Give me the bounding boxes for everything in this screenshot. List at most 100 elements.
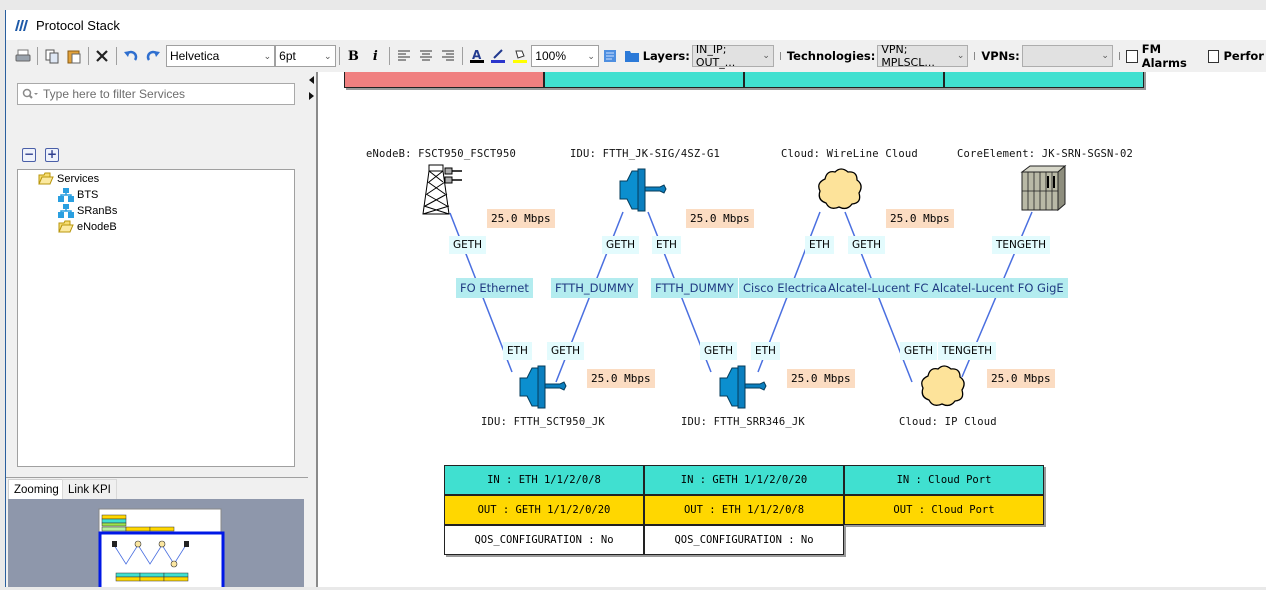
filter-placeholder: Type here to filter Services (43, 87, 186, 101)
bandwidth-label: 25.0 Mbps (587, 369, 655, 388)
properties-icon[interactable] (600, 45, 620, 67)
zoom-value: 100% (535, 49, 566, 63)
node-label-enodeb: eNodeB: FSCT950_FSCT950 (366, 148, 516, 160)
layers-select[interactable]: IN_IP; OUT_... ⌄ (691, 43, 774, 69)
port-label: GETH (449, 236, 487, 254)
toolbar: Helvetica⌄ 6pt⌄ B i A 100%⌄ Layers: IN_I… (6, 42, 1266, 70)
fm-alarms-checkbox[interactable] (1125, 49, 1138, 63)
layers-label: Layers: (642, 49, 690, 63)
bold-button[interactable]: B (347, 48, 359, 64)
tree-item-bts[interactable]: BTS (58, 188, 98, 202)
font-size-value: 6pt (279, 49, 296, 63)
chevron-down-icon: ⌄ (762, 51, 770, 61)
port-label: TENGETH (938, 342, 996, 360)
vpns-select[interactable]: ⌄ (1021, 45, 1113, 67)
tree-item-services[interactable]: Services (38, 172, 99, 185)
core-element-icon[interactable] (1020, 164, 1068, 212)
panel-splitter[interactable] (308, 72, 316, 587)
redo-icon[interactable] (143, 45, 163, 67)
interface-table: IN : Cloud Port OUT : Cloud Port (844, 465, 1044, 525)
toolbar-divider (779, 52, 781, 60)
open-folder-icon[interactable] (622, 45, 642, 67)
bandwidth-label: 25.0 Mbps (487, 209, 555, 228)
tree-item-enodeb[interactable]: eNodeB (58, 220, 117, 233)
link-label[interactable]: Alcatel-Lucent FO GigE (928, 278, 1068, 298)
performance-label: Perfor (1223, 49, 1264, 63)
collapse-all-button[interactable]: − (22, 147, 36, 162)
tab-link-kpi[interactable]: Link KPI (62, 479, 117, 499)
font-family-select[interactable]: Helvetica⌄ (165, 45, 276, 67)
fill-color-icon[interactable] (510, 45, 530, 67)
tree-item-label: SRanBs (77, 205, 118, 217)
link-label[interactable]: Cisco Electrica (739, 278, 829, 298)
align-center-icon[interactable] (416, 45, 436, 67)
toolbar-divider (389, 47, 391, 65)
layers-value: IN_IP; OUT_... (695, 43, 736, 69)
node-label-idu-sct950: IDU: FTTH_SCT950_JK (481, 416, 605, 428)
print-icon[interactable] (13, 45, 33, 67)
text-color-icon[interactable]: A (467, 45, 487, 67)
in-cell: IN : Cloud Port (844, 465, 1044, 495)
toolbar-divider (1118, 52, 1120, 60)
diagram-canvas[interactable]: eNodeB: FSCT950_FSCT950 IDU: FTTH_JK-SIG… (316, 72, 1266, 587)
qos-cell: QOS_CONFIGURATION : No (444, 525, 644, 555)
hierarchy-icon (58, 204, 74, 218)
line-color-icon[interactable] (489, 45, 509, 67)
out-cell: OUT : Cloud Port (844, 495, 1044, 525)
align-left-icon[interactable] (394, 45, 414, 67)
delete-icon[interactable] (92, 45, 112, 67)
folder-icon (58, 220, 74, 233)
link-label[interactable]: FTTH_DUMMY (651, 278, 738, 298)
port-label: ETH (652, 236, 681, 254)
bandwidth-label: 25.0 Mbps (886, 209, 954, 228)
technologies-value: VPN; MPLSCL... (881, 43, 935, 69)
paste-icon[interactable] (64, 45, 84, 67)
link-label[interactable]: FTTH_DUMMY (551, 278, 638, 298)
performance-checkbox[interactable] (1207, 49, 1220, 63)
align-right-icon[interactable] (438, 45, 458, 67)
qos-cell: QOS_CONFIGURATION : No (644, 525, 844, 555)
chevron-down-icon: ⌄ (956, 51, 965, 61)
port-label: ETH (503, 342, 532, 360)
splitter-arrows-icon (309, 76, 314, 100)
node-label-idu-sig: IDU: FTTH_JK-SIG/4SZ-G1 (570, 148, 720, 160)
cloud-icon[interactable] (815, 167, 867, 213)
in-cell: IN : ETH 1/1/2/0/8 (444, 465, 644, 495)
node-label-ip-cloud: Cloud: IP Cloud (899, 416, 997, 428)
chevron-down-icon: ⌄ (263, 50, 272, 61)
fm-alarms-label: FM Alarms (1141, 42, 1187, 70)
port-label: TENGETH (992, 236, 1050, 254)
idu-device-icon[interactable] (718, 364, 768, 410)
link-label[interactable]: Alcatel-Lucent FC (826, 278, 931, 298)
toolbar-divider (974, 52, 976, 60)
undo-icon[interactable] (121, 45, 141, 67)
expand-all-button[interactable]: + (45, 147, 59, 162)
folder-icon (38, 172, 54, 185)
tree-item-sranbs[interactable]: SRanBs (58, 204, 117, 218)
idu-device-icon[interactable] (618, 167, 668, 213)
port-label: ETH (805, 236, 834, 254)
zoom-overview[interactable] (8, 499, 304, 590)
protocol-stack-window: Protocol Stack Helvetica⌄ 6pt⌄ B i A 100… (5, 10, 1266, 590)
hierarchy-icon (58, 188, 74, 202)
font-size-select[interactable]: 6pt ⌄ (275, 45, 336, 67)
zoom-select[interactable]: 100%⌄ (531, 45, 599, 67)
tab-zooming[interactable]: Zooming (8, 479, 65, 499)
filter-services-input[interactable]: Type here to filter Services (17, 83, 295, 105)
technologies-label: Technologies: (786, 49, 876, 63)
top-table-cell (944, 72, 1144, 88)
services-tree: Services BTS SRanBs eNodeB (17, 169, 295, 467)
search-icon (22, 88, 38, 99)
tower-icon[interactable] (418, 164, 474, 216)
top-table-cell (744, 72, 944, 88)
technologies-select[interactable]: VPN; MPLSCL... ⌄ (877, 43, 969, 69)
chevron-down-icon: ⌄ (324, 50, 332, 61)
node-label-wireline-cloud: Cloud: WireLine Cloud (781, 148, 918, 160)
toolbar-divider (461, 47, 463, 65)
cloud-icon[interactable] (918, 364, 970, 410)
idu-device-icon[interactable] (518, 364, 568, 410)
link-label[interactable]: FO Ethernet (456, 278, 533, 298)
italic-button[interactable]: i (372, 48, 378, 64)
top-table-cell (344, 72, 544, 88)
copy-icon[interactable] (42, 45, 62, 67)
